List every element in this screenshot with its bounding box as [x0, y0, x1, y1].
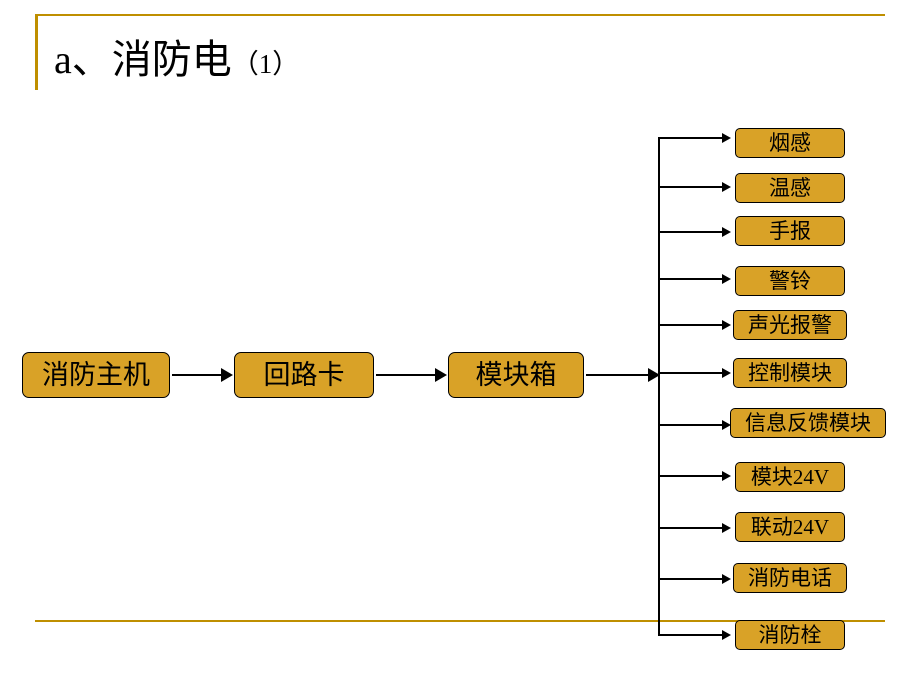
branch-arrow-1-icon [722, 133, 731, 143]
node-module-box[interactable]: 模块箱 [448, 352, 584, 398]
node-branch-fire-phone[interactable]: 消防电话 [733, 563, 847, 593]
branch-line-10 [658, 578, 723, 580]
connector-host-to-loopcard [172, 374, 222, 376]
arrow-host-to-loopcard-icon [221, 368, 233, 382]
branch-arrow-9-icon [722, 523, 731, 533]
branch-line-2 [658, 186, 723, 188]
title-vertical-rule [35, 14, 38, 90]
node-branch-linkage-24v[interactable]: 联动24V [735, 512, 845, 542]
node-branch-fire-hydrant[interactable]: 消防栓 [735, 620, 845, 650]
branch-arrow-6-icon [722, 368, 731, 378]
branch-line-6 [658, 372, 723, 374]
branch-arrow-3-icon [722, 227, 731, 237]
node-loop-card[interactable]: 回路卡 [234, 352, 374, 398]
branch-arrow-2-icon [722, 182, 731, 192]
branch-line-4 [658, 278, 723, 280]
page-title-suffix: （1） [231, 49, 300, 79]
node-branch-heat-detector[interactable]: 温感 [735, 173, 845, 203]
branch-line-3 [658, 231, 723, 233]
arrow-modulebox-to-bus-icon [648, 368, 660, 382]
branch-line-9 [658, 527, 723, 529]
branch-arrow-7-icon [722, 420, 731, 430]
page-title-main: a、消防电 [54, 37, 232, 82]
branch-arrow-11-icon [722, 630, 731, 640]
bus-vertical-line [658, 137, 660, 635]
branch-line-8 [658, 475, 723, 477]
arrow-loopcard-to-modulebox-icon [435, 368, 447, 382]
branch-line-5 [658, 324, 723, 326]
node-branch-alarm-bell[interactable]: 警铃 [735, 266, 845, 296]
node-branch-smoke-detector[interactable]: 烟感 [735, 128, 845, 158]
branch-arrow-4-icon [722, 274, 731, 284]
footer-rule [35, 620, 885, 622]
page-title: a、消防电（1） [54, 36, 299, 88]
node-main-host[interactable]: 消防主机 [22, 352, 170, 398]
node-branch-module-24v[interactable]: 模块24V [735, 462, 845, 492]
node-branch-control-module[interactable]: 控制模块 [733, 358, 847, 388]
branch-line-11 [658, 634, 723, 636]
title-top-rule [35, 14, 885, 16]
node-branch-manual-call-point[interactable]: 手报 [735, 216, 845, 246]
branch-line-7 [658, 424, 723, 426]
connector-loopcard-to-modulebox [376, 374, 436, 376]
branch-arrow-10-icon [722, 574, 731, 584]
connector-modulebox-to-bus [586, 374, 659, 376]
node-branch-audible-visual-alarm[interactable]: 声光报警 [733, 310, 847, 340]
node-branch-feedback-module[interactable]: 信息反馈模块 [730, 408, 886, 438]
branch-line-1 [658, 137, 723, 139]
branch-arrow-8-icon [722, 471, 731, 481]
branch-arrow-5-icon [722, 320, 731, 330]
